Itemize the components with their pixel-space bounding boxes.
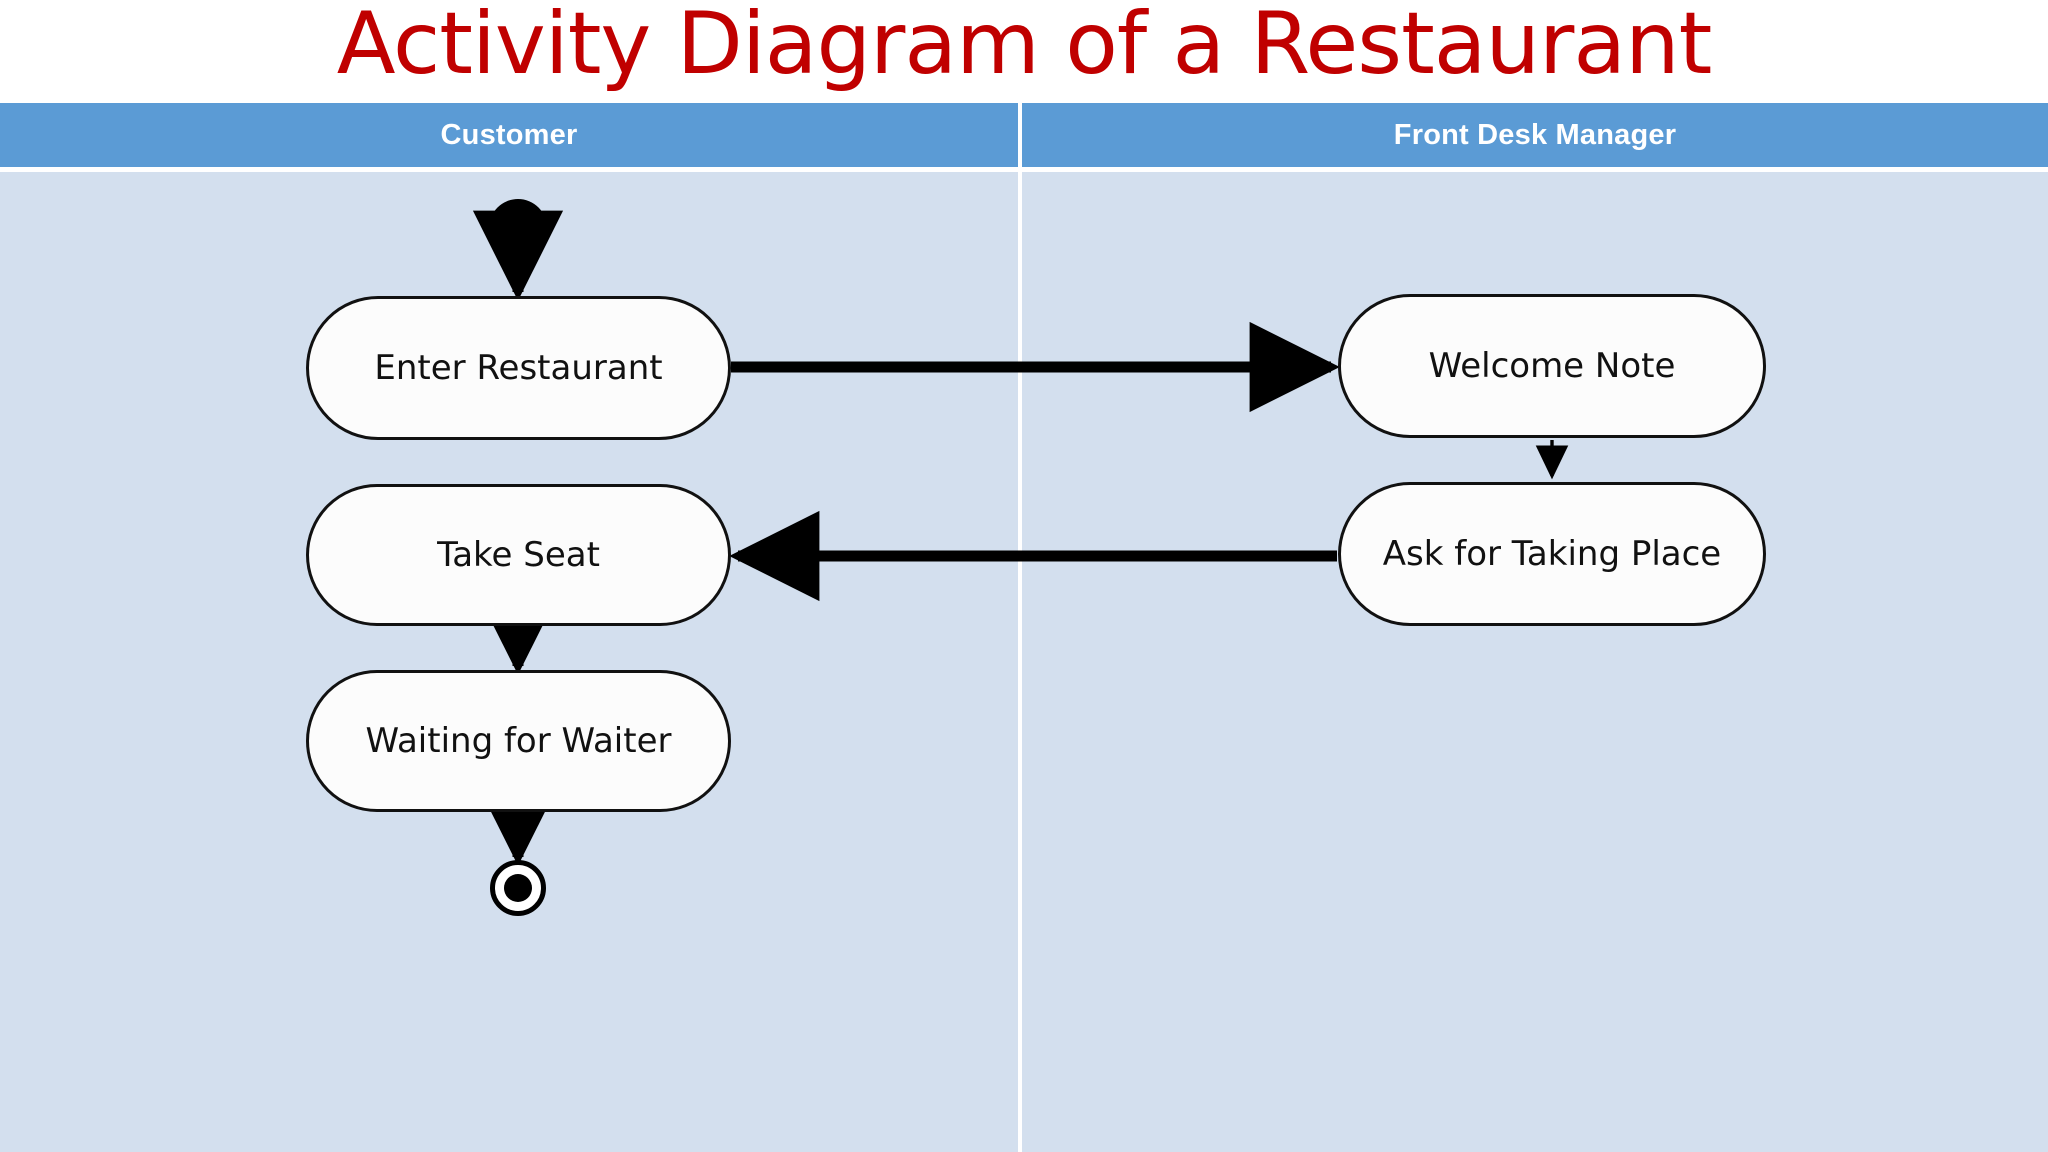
swimlane-header-customer: Customer [0,103,1022,167]
page-title: Activity Diagram of a Restaurant [336,0,1713,94]
activity-node-welcome-note[interactable]: Welcome Note [1338,294,1766,438]
swimlane-header-front-desk-manager: Front Desk Manager [1022,103,2048,167]
activity-node-waiting-for-waiter[interactable]: Waiting for Waiter [306,670,731,812]
activity-node-take-seat[interactable]: Take Seat [306,484,731,626]
swimlane-container: Customer Front Desk Manager [0,103,2048,1152]
activity-node-ask-for-taking-place[interactable]: Ask for Taking Place [1338,482,1766,626]
activity-node-enter-restaurant[interactable]: Enter Restaurant [306,296,731,440]
final-node [490,860,546,916]
initial-node [489,199,547,257]
swimlane-header-row: Customer Front Desk Manager [0,103,2048,167]
